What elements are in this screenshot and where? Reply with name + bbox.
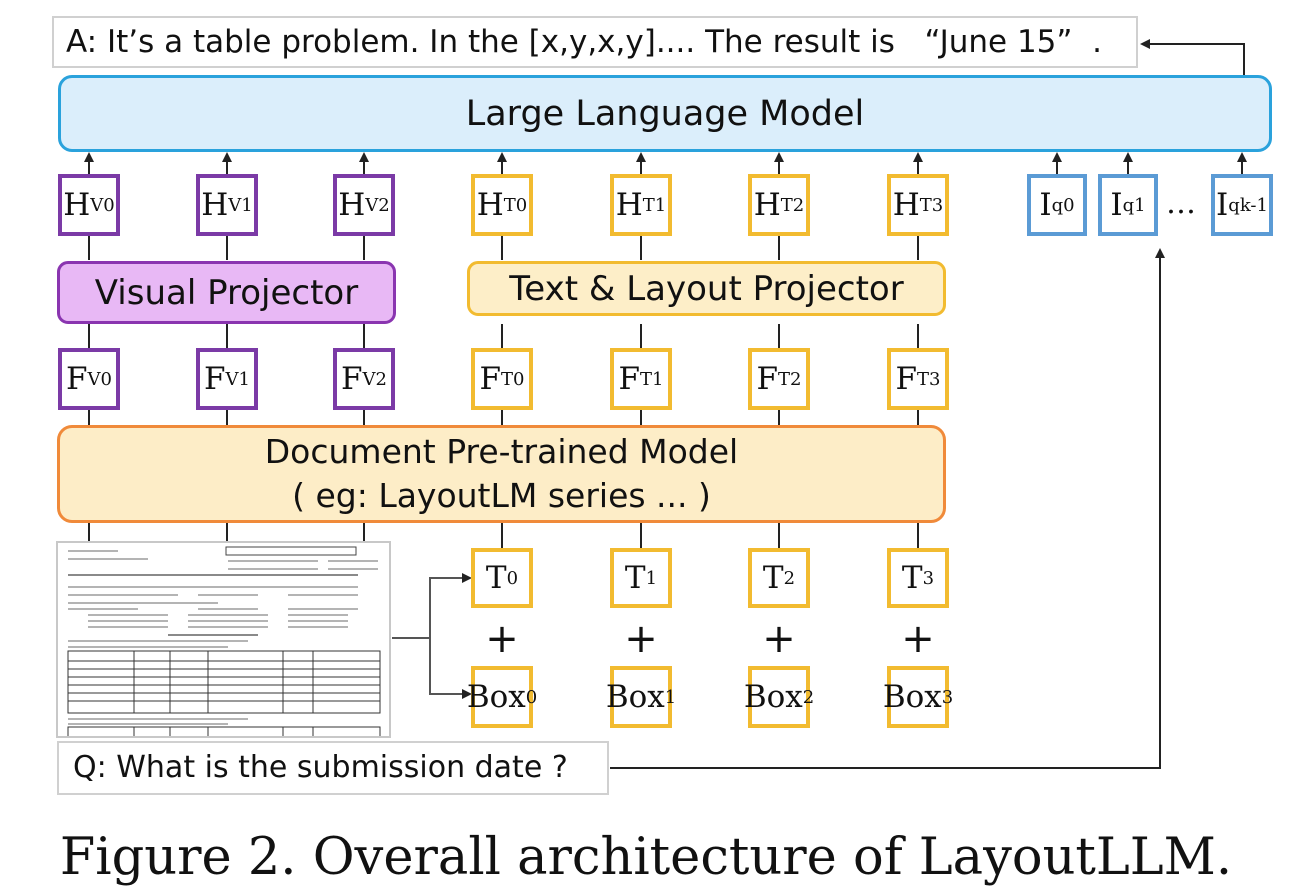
- f-text-token-subscript: T3: [917, 369, 940, 390]
- box-token-base: Box: [467, 679, 526, 715]
- plus-sign: +: [898, 619, 938, 659]
- question-box: Q: What is the submission date ?: [57, 741, 609, 795]
- f-visual-token-base: F: [66, 361, 88, 397]
- h-text-token-base: H: [616, 187, 643, 223]
- query-token-subscript: qk-1: [1228, 195, 1268, 216]
- text-token-subscript: 3: [923, 568, 934, 589]
- llm-label: Large Language Model: [466, 94, 865, 134]
- visual-projector-label: Visual Projector: [95, 273, 358, 313]
- document-pretrained-model: Document Pre-trained Model ( eg: LayoutL…: [57, 425, 946, 523]
- text-layout-projector: Text & Layout Projector: [467, 261, 946, 316]
- h-visual-token-base: H: [201, 187, 228, 223]
- h-visual-token-subscript: V1: [228, 195, 252, 216]
- h-visual-token-subscript: V0: [90, 195, 114, 216]
- box-token-subscript: 0: [526, 687, 537, 708]
- document-thumbnail-graphic: [58, 543, 391, 738]
- text-token-subscript: 1: [646, 568, 657, 589]
- plus-sign: +: [621, 619, 661, 659]
- text-layout-projector-label: Text & Layout Projector: [509, 269, 903, 309]
- figure-caption: Figure 2. Overall architecture of Layout…: [0, 826, 1292, 890]
- f-visual-token-base: F: [204, 361, 226, 397]
- h-visual-token-base: H: [338, 187, 365, 223]
- box-token-base: Box: [606, 679, 665, 715]
- query-token-base: I: [1216, 187, 1228, 223]
- h-visual-token-base: H: [63, 187, 90, 223]
- box-token-subscript: 2: [803, 687, 814, 708]
- f-visual-token-base: F: [341, 361, 363, 397]
- h-text-token-base: H: [893, 187, 920, 223]
- f-visual-token-subscript: V2: [363, 369, 387, 390]
- h-text-token-subscript: T1: [643, 195, 666, 216]
- query-token-subscript: q0: [1052, 195, 1075, 216]
- f-visual-token-subscript: V0: [88, 369, 112, 390]
- query-token-base: I: [1039, 187, 1051, 223]
- plus-sign: +: [759, 619, 799, 659]
- f-text-token-base: F: [757, 361, 779, 397]
- visual-projector: Visual Projector: [57, 261, 396, 324]
- text-token-base: T: [763, 560, 784, 596]
- f-text-token-base: F: [896, 361, 918, 397]
- h-text-token-base: H: [477, 187, 504, 223]
- text-token-base: T: [625, 560, 646, 596]
- query-token-base: I: [1110, 187, 1122, 223]
- box-token-base: Box: [883, 679, 942, 715]
- dpm-title: Document Pre-trained Model: [265, 430, 738, 474]
- answer-box: A: It’s a table problem. In the [x,y,x,y…: [52, 16, 1138, 68]
- f-text-token-subscript: T1: [640, 369, 663, 390]
- f-text-token-subscript: T2: [778, 369, 801, 390]
- h-text-token-subscript: T0: [504, 195, 527, 216]
- f-text-token-subscript: T0: [501, 369, 524, 390]
- h-text-token-subscript: T2: [781, 195, 804, 216]
- dpm-subtitle: ( eg: LayoutLM series ... ): [292, 474, 711, 518]
- h-text-token-base: H: [754, 187, 781, 223]
- f-visual-token-subscript: V1: [226, 369, 250, 390]
- box-token-subscript: 3: [942, 687, 953, 708]
- plus-sign: +: [482, 619, 522, 659]
- text-token-subscript: 0: [507, 568, 518, 589]
- h-visual-token-subscript: V2: [365, 195, 389, 216]
- box-token-subscript: 1: [665, 687, 676, 708]
- h-text-token-subscript: T3: [920, 195, 943, 216]
- query-ellipsis: …: [1166, 186, 1196, 221]
- query-token-subscript: q1: [1123, 195, 1146, 216]
- document-image: [56, 541, 391, 738]
- text-token-base: T: [902, 560, 923, 596]
- f-text-token-base: F: [480, 361, 502, 397]
- text-token-subscript: 2: [784, 568, 795, 589]
- text-token-base: T: [486, 560, 507, 596]
- box-token-base: Box: [744, 679, 803, 715]
- f-text-token-base: F: [619, 361, 641, 397]
- llm-block: Large Language Model: [58, 75, 1272, 152]
